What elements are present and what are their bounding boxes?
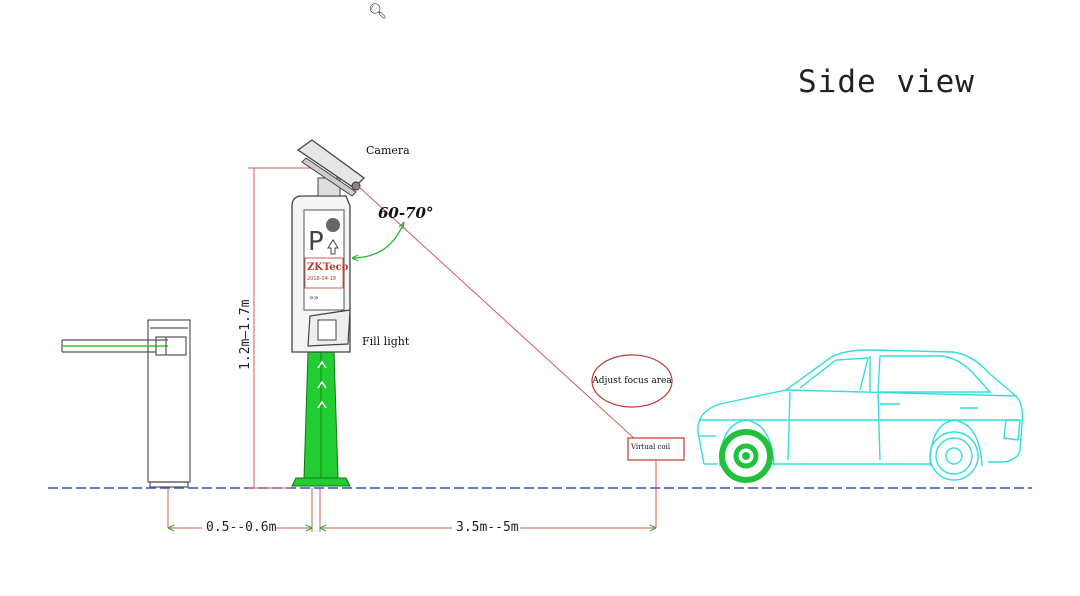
svg-text:P: P (308, 227, 324, 257)
focus-area-oval (591, 354, 673, 408)
camera-view-line (357, 185, 637, 441)
page-title: Side view (798, 64, 975, 100)
fill-light-label: Fill light (362, 335, 410, 348)
svg-text:»»: »» (309, 293, 319, 302)
adjust-focus-label: Adjust focus area (592, 375, 672, 386)
camera-distance-label: 3.5m--5m (456, 520, 519, 535)
virtual-coil-label: Virtual coil (631, 443, 671, 451)
camera-kiosk: P »» (291, 139, 365, 487)
height-dimension (248, 167, 312, 489)
car (697, 349, 1024, 467)
car-rear-wheel (929, 431, 979, 481)
height-range-label: 1.2m—1.7m (238, 299, 253, 370)
angle-arc (351, 221, 405, 259)
brand-sub: 2018-04-18 (307, 276, 337, 282)
brand-logo: ZKTeco (307, 262, 349, 273)
car-front-wheel (719, 429, 773, 483)
magnifier-icon[interactable]: 🔍︎ (368, 2, 388, 20)
angle-label: 60-70° (378, 204, 434, 222)
barrier-gap-label: 0.5--0.6m (206, 520, 277, 535)
distance-dimensions (167, 460, 657, 532)
barrier-gate (61, 319, 191, 488)
camera-label: Camera (366, 144, 410, 157)
